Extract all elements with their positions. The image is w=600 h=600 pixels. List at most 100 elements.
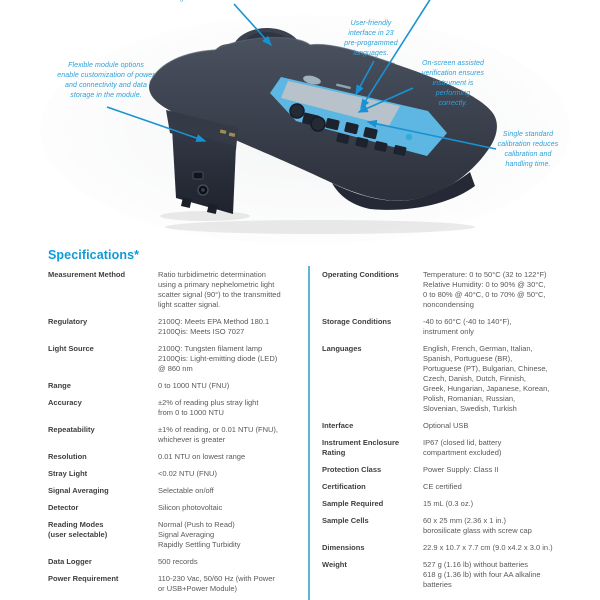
spec-value: Ratio turbidimetric determination using … <box>158 270 281 309</box>
spec-label: Light Source <box>48 344 94 353</box>
spec-row: Stray Light <0.02 NTU (FNU) <box>48 469 308 479</box>
spec-label: Data Logger <box>48 557 92 566</box>
spec-value: 0 to 1000 NTU (FNU) <box>158 381 230 390</box>
spec-label: Measurement Method <box>48 270 126 279</box>
spec-label: Sample Required <box>322 499 384 508</box>
spec-value: English, French, German, Italian, Spanis… <box>423 344 550 413</box>
spec-row: Protection Class Power Supply: Class II <box>322 465 590 475</box>
arrow-light-interference <box>233 3 273 47</box>
spec-row: Accuracy ±2% of reading plus stray light… <box>48 398 308 418</box>
spec-row: Dimensions 22.9 x 10.7 x 7.7 cm (9.0 x4.… <box>322 543 590 553</box>
spec-label: Languages <box>322 344 362 353</box>
spec-value: Optional USB <box>423 421 469 430</box>
power-key <box>405 133 413 141</box>
spec-label: Range <box>48 381 71 390</box>
device-base <box>332 172 475 210</box>
spec-row: Resolution 0.01 NTU on lowest range <box>48 452 308 462</box>
arrow-flexible-module <box>106 106 207 142</box>
arrow-on-screen <box>357 87 414 113</box>
specifications-heading: Specifications* <box>48 248 140 262</box>
spec-value: IP67 (closed lid, battery compartment ex… <box>423 438 502 457</box>
arrow-user-friendly <box>355 60 375 96</box>
callout-on-screen: On-screen assisted verification ensures … <box>421 60 485 107</box>
spec-label: Resolution <box>48 452 87 461</box>
spec-label: Storage Conditions <box>322 317 392 326</box>
spec-value: 527 g (1.16 lb) without batteries 618 g … <box>423 560 541 589</box>
spec-label: Sample Cells <box>322 516 369 525</box>
spec-label: Stray Light <box>48 469 88 478</box>
spec-value: 2100Q: Tungsten filament lamp 2100Qis: L… <box>158 344 278 373</box>
spec-value: Silicon photovoltaic <box>158 503 223 512</box>
turbidimeter-product-image <box>40 0 570 245</box>
side-buttons <box>289 103 326 132</box>
spec-value: -40 to 60°C (-40 to 140°F), instrument o… <box>423 317 512 336</box>
specs-left-column: Measurement Method Ratio turbidimetric d… <box>48 270 308 600</box>
spec-row: Power Requirement 110-230 Vac, 50/60 Hz … <box>48 574 308 594</box>
spec-row: Interface Optional USB <box>322 421 590 431</box>
spec-value: 110-230 Vac, 50/60 Hz (with Power or USB… <box>158 574 275 593</box>
spec-label: Dimensions <box>322 543 365 552</box>
spec-value: <0.02 NTU (FNU) <box>158 469 217 478</box>
spec-label: Signal Averaging <box>48 486 109 495</box>
spec-row: Detector Silicon photovoltaic <box>48 503 308 513</box>
spec-value: CE certified <box>423 482 462 491</box>
spec-label: Protection Class <box>322 465 382 474</box>
spec-value: 22.9 x 10.7 x 7.7 cm (9.0 x4.2 x 3.0 in.… <box>423 543 553 552</box>
spec-value: 60 x 25 mm (2.36 x 1 in.) borosilicate g… <box>423 516 532 535</box>
spec-label: Reading Modes (user selectable) <box>48 520 108 539</box>
usb-port <box>192 171 204 180</box>
spec-row: Signal Averaging Selectable on/off <box>48 486 308 496</box>
spec-row: Storage Conditions -40 to 60°C (-40 to 1… <box>322 317 590 337</box>
spec-label: Power Requirement <box>48 574 119 583</box>
callout-flexible-module: Flexible module options enable customiza… <box>57 62 155 99</box>
spec-row: Data Logger 500 records <box>48 557 308 567</box>
spec-value: ±2% of reading plus stray light from 0 t… <box>158 398 259 417</box>
spec-row: Instrument Enclosure Rating IP67 (closed… <box>322 438 590 458</box>
spec-value: 15 mL (0.3 oz.) <box>423 499 474 508</box>
spec-value: Power Supply: Class II <box>423 465 499 474</box>
callout-single-standard: Single standard calibration reduces cali… <box>497 131 559 168</box>
device-faceplate <box>270 75 447 156</box>
spec-value: Normal (Push to Read) Signal Averaging R… <box>158 520 241 549</box>
spec-row: Light Source 2100Q: Tungsten filament la… <box>48 344 308 374</box>
spec-row: Languages English, French, German, Itali… <box>322 344 590 414</box>
spec-row: Range 0 to 1000 NTU (FNU) <box>48 381 308 391</box>
spec-label: Instrument Enclosure Rating <box>322 438 400 457</box>
spec-row: Measurement Method Ratio turbidimetric d… <box>48 270 308 310</box>
spec-value: Selectable on/off <box>158 486 214 495</box>
spec-label: Repeatability <box>48 425 95 434</box>
specs-right-column: Operating Conditions Temperature: 0 to 5… <box>322 270 590 597</box>
callout-user-friendly: User-friendly interface in 23 pre-progra… <box>344 20 398 57</box>
spec-row: Regulatory 2100Q: Meets EPA Method 180.1… <box>48 317 308 337</box>
spec-row: Weight 527 g (1.16 lb) without batteries… <box>322 560 590 590</box>
spec-label: Certification <box>322 482 366 491</box>
spec-label: Interface <box>322 421 354 430</box>
module-shadow <box>160 211 250 221</box>
spec-label: Regulatory <box>48 317 88 326</box>
spec-value: 2100Q: Meets EPA Method 180.1 2100Qis: M… <box>158 317 270 336</box>
spec-row: Reading Modes (user selectable) Normal (… <box>48 520 308 550</box>
spec-label: Detector <box>48 503 79 512</box>
callout-arrows <box>106 0 497 150</box>
spec-label: Operating Conditions <box>322 270 399 279</box>
device-shadow <box>165 220 475 234</box>
callout-light-interference: light interference. <box>152 0 257 4</box>
arrow-top-right <box>360 0 431 110</box>
column-divider <box>308 266 310 600</box>
spec-value: ±1% of reading, or 0.01 NTU (FNU), which… <box>158 425 278 444</box>
spec-row: Operating Conditions Temperature: 0 to 5… <box>322 270 590 310</box>
spec-value: 0.01 NTU on lowest range <box>158 452 246 461</box>
spec-row: Repeatability ±1% of reading, or 0.01 NT… <box>48 425 308 445</box>
spec-value: Temperature: 0 to 50°C (32 to 122°F) Rel… <box>423 270 547 309</box>
spec-label: Accuracy <box>48 398 82 407</box>
spec-value: 500 records <box>158 557 198 566</box>
product-hero: light interference. User-friendly interf… <box>0 0 600 247</box>
spec-row: Sample Cells 60 x 25 mm (2.36 x 1 in.) b… <box>322 516 590 536</box>
spec-row: Certification CE certified <box>322 482 590 492</box>
device-screen <box>281 81 400 126</box>
spec-label: Weight <box>322 560 347 569</box>
power-module <box>166 110 238 214</box>
brand-logo-mark <box>303 75 321 85</box>
arrow-single-standard <box>366 119 497 150</box>
